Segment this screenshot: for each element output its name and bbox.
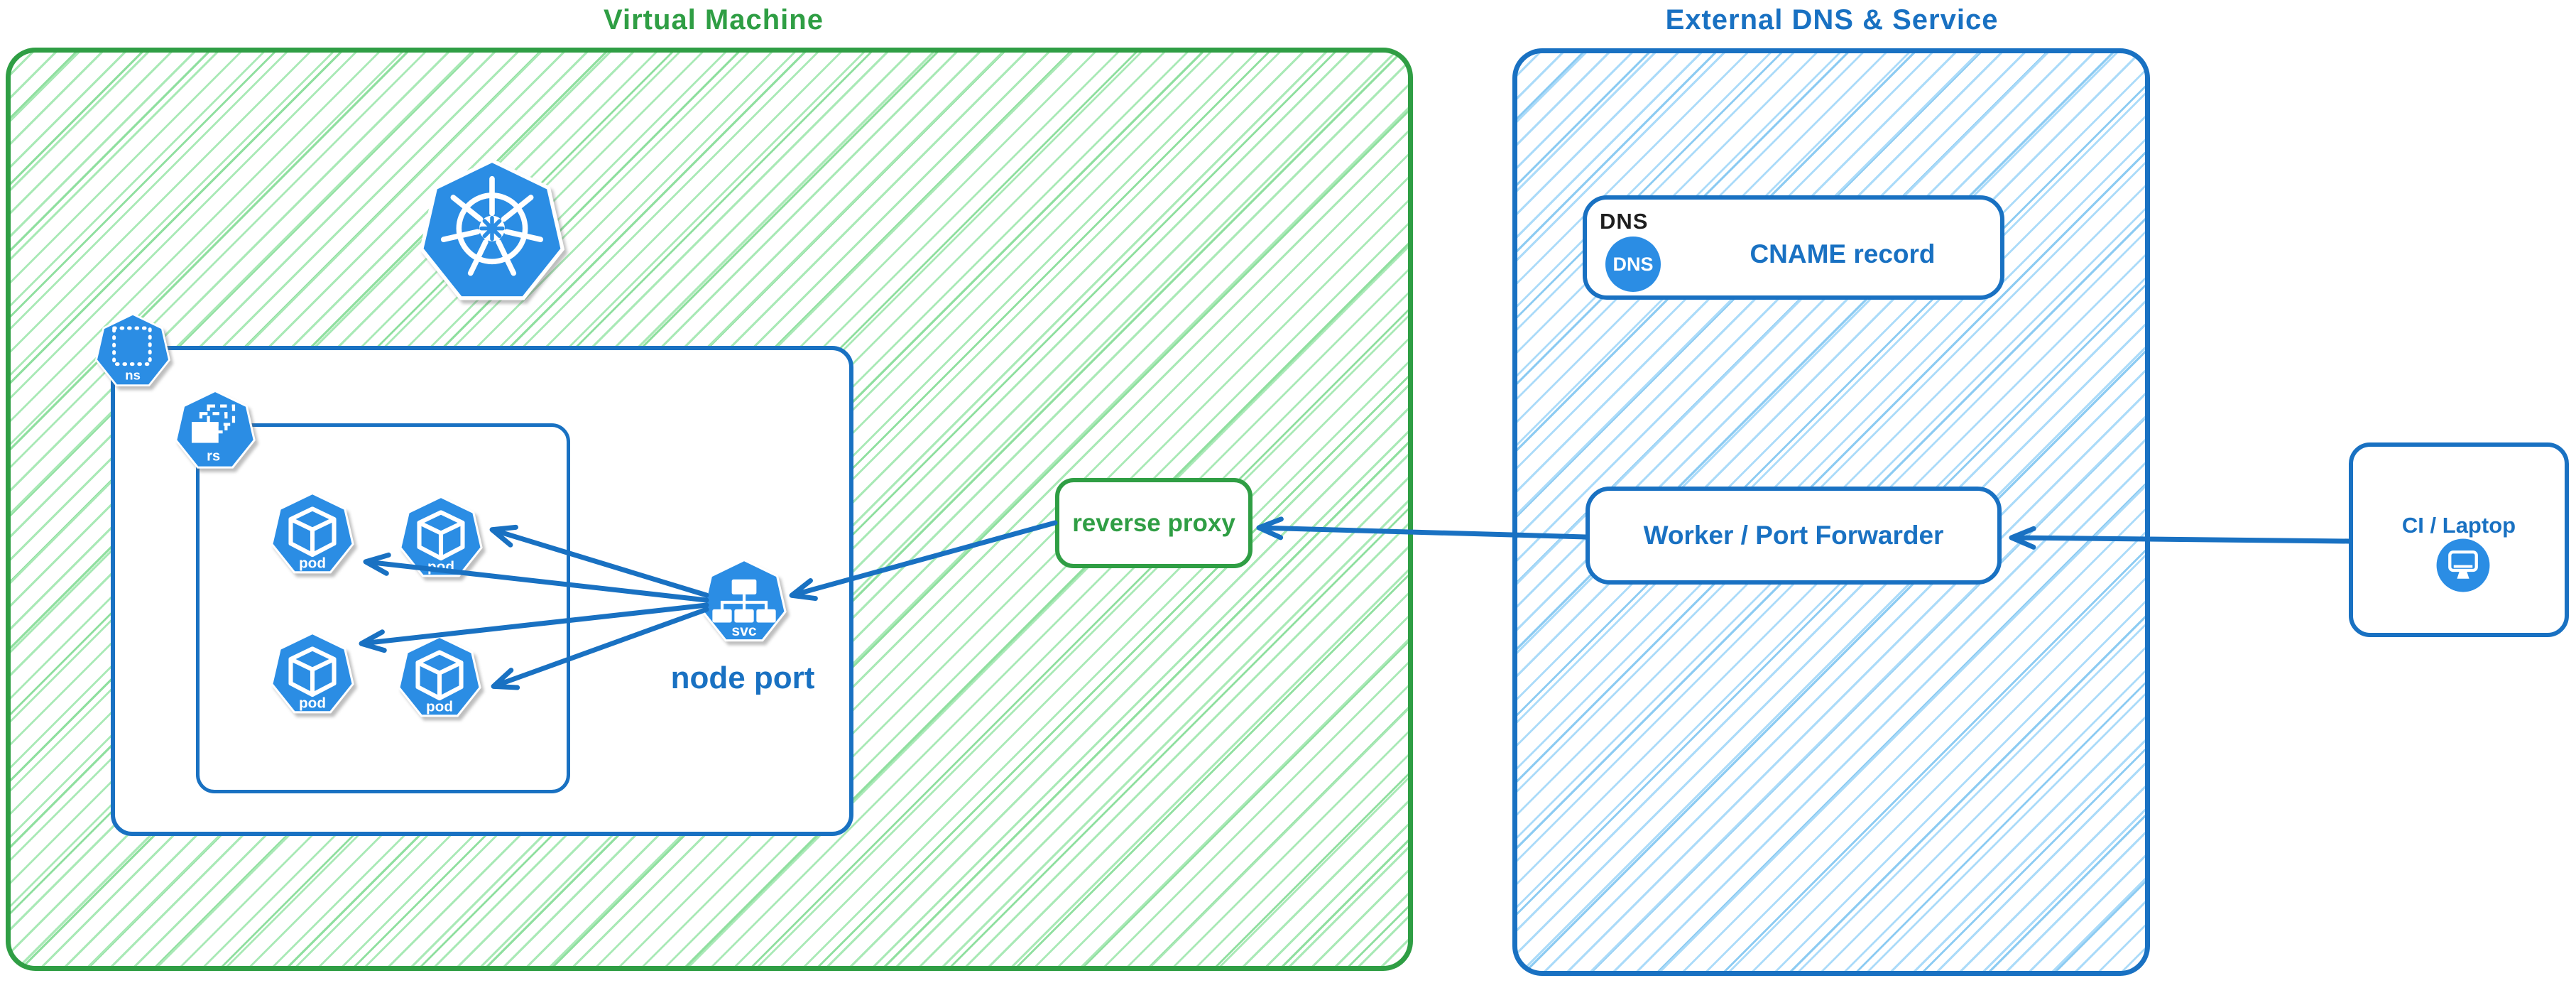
replicaset-box bbox=[196, 423, 570, 793]
svg-text:rs: rs bbox=[207, 448, 220, 464]
svg-text:ns: ns bbox=[125, 368, 141, 383]
dns-box: DNS DNS CNAME record bbox=[1583, 195, 2004, 300]
vm-title: Virtual Machine bbox=[604, 4, 824, 36]
kubernetes-wheel-icon bbox=[419, 158, 565, 300]
reverse-proxy-label: reverse proxy bbox=[1072, 509, 1235, 537]
dns-badge-icon: DNS bbox=[1605, 237, 1661, 292]
node-port-label: node port bbox=[670, 661, 815, 695]
svg-text:pod: pod bbox=[299, 555, 326, 571]
ci-laptop-box: CI / Laptop bbox=[2349, 442, 2569, 637]
reverse-proxy-box: reverse proxy bbox=[1055, 478, 1252, 568]
pod-2: pod bbox=[399, 495, 483, 577]
pod-1: pod bbox=[271, 492, 354, 574]
svg-text:pod: pod bbox=[426, 698, 453, 715]
dns-header: DNS bbox=[1600, 209, 1649, 234]
worker-label: Worker / Port Forwarder bbox=[1643, 521, 1944, 550]
pod-4: pod bbox=[398, 635, 481, 717]
pod-3: pod bbox=[271, 631, 354, 714]
cname-record-label: CNAME record bbox=[1750, 239, 1936, 268]
svg-text:pod: pod bbox=[299, 695, 326, 711]
monitor-icon bbox=[2436, 538, 2490, 592]
svg-text:pod: pod bbox=[427, 558, 454, 575]
external-title: External DNS & Service bbox=[1665, 4, 1999, 36]
worker-box: Worker / Port Forwarder bbox=[1586, 487, 2002, 585]
replicaset-icon: rs bbox=[175, 389, 256, 469]
svg-text:svc: svc bbox=[731, 623, 756, 639]
service-tree-icon: svc bbox=[702, 558, 787, 642]
namespace-icon: ns bbox=[95, 313, 170, 387]
ci-laptop-label: CI / Laptop bbox=[2401, 513, 2516, 538]
